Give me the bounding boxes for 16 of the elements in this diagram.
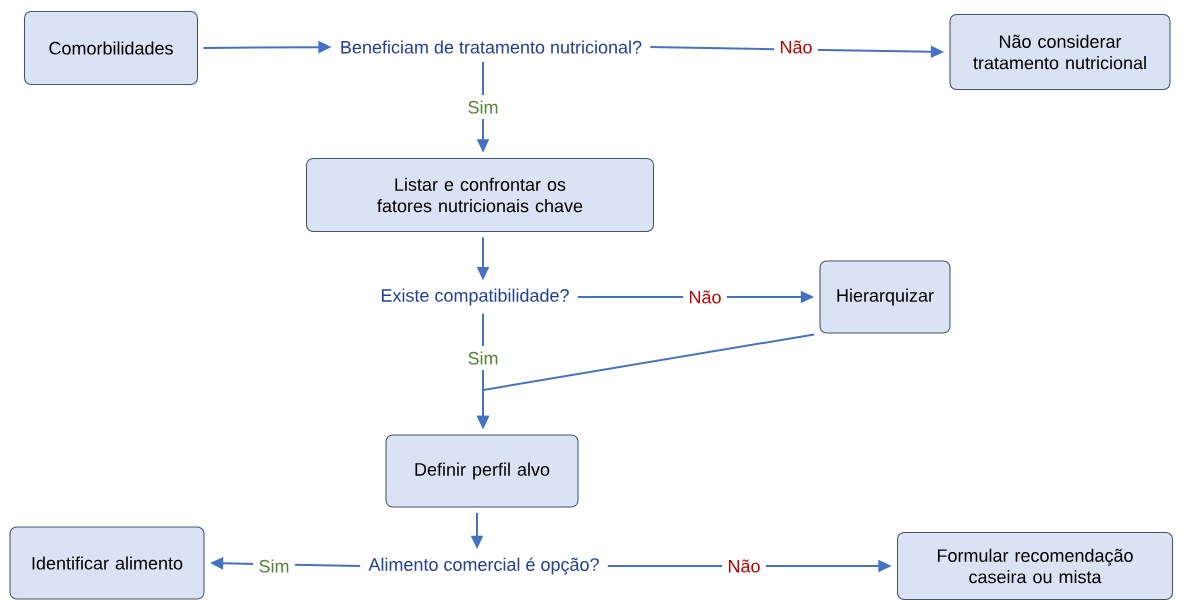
- process-box: Identificar alimento: [9, 526, 205, 600]
- process-box: Listar e confrontar os fatores nutricionais chave: [305, 157, 655, 233]
- process-box: Comorbilidades: [23, 10, 199, 86]
- process-box: Não considerar tratamento nutricional: [949, 13, 1171, 91]
- edge-label: Sim: [462, 346, 504, 370]
- process-box: Definir perfil alvo: [385, 434, 579, 508]
- edge-label: Sim: [462, 95, 504, 119]
- edge-label: Não: [722, 554, 766, 578]
- decision-text: Existe compatibilidade?: [381, 288, 569, 306]
- edge-label: Não: [683, 285, 727, 309]
- process-box: Hierarquizar: [819, 260, 951, 334]
- decision-text: Beneficiam de tratamento nutricional?: [341, 40, 642, 54]
- decision-text: Alimento comercial é opção?: [368, 557, 599, 575]
- edge-label: Não: [774, 35, 818, 59]
- edge-label: Sim: [253, 554, 295, 578]
- process-box: Formular recomendação caseira ou mista: [896, 531, 1174, 601]
